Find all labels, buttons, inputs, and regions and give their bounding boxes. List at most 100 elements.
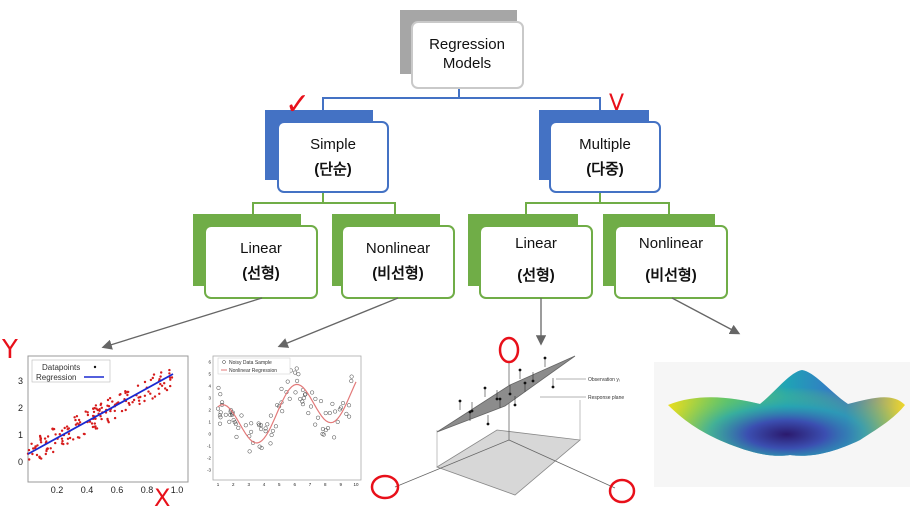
scatter-point: [100, 417, 103, 421]
scatter-point: [58, 433, 61, 436]
nonlinear-y-tick: -1: [207, 444, 211, 449]
scatter-point: [73, 416, 76, 419]
scatter-point: [72, 438, 75, 441]
noisy-point: [280, 409, 285, 414]
nonlinear-y-tick: 1: [208, 420, 211, 425]
noisy-point: [263, 426, 268, 431]
multiple-nonlinear-line2: (비선형): [645, 267, 696, 284]
scatter-point: [128, 403, 131, 406]
scatter-point: [113, 416, 117, 420]
scatter-point: [77, 418, 81, 422]
scatter-point: [90, 422, 94, 425]
noisy-point: [310, 390, 315, 395]
scatter-point: [132, 398, 136, 402]
simple-nonlinear-line1: Nonlinear: [366, 240, 430, 257]
noisy-point: [230, 410, 235, 415]
noisy-points: [215, 366, 354, 454]
scatter-point: [99, 415, 102, 418]
nonlinear-x-tick: 6: [293, 482, 296, 487]
root-line1: Regression: [429, 36, 505, 53]
scatter-point: [147, 390, 150, 393]
plot-multiple-linear: Observation yᵢ Response plane: [370, 336, 636, 504]
scatter-point: [165, 388, 169, 392]
root-line2: Models: [443, 55, 491, 72]
scatter-point: [127, 390, 130, 394]
scatter-point: [60, 437, 64, 440]
noisy-point: [320, 431, 325, 436]
scatter-point: [138, 402, 141, 406]
noisy-point: [275, 403, 280, 408]
scatter-point: [91, 414, 95, 418]
node-simple-nonlinear: Nonlinear (비선형): [332, 214, 455, 299]
red-circle-y: [498, 336, 520, 364]
scatter-point: [35, 453, 39, 457]
observation-point: [458, 399, 462, 403]
scatter-legend-line: Regression: [36, 373, 76, 382]
scatter-point: [49, 447, 52, 450]
scatter-x-tick: 0.8: [141, 485, 154, 495]
observation-point: [498, 397, 502, 401]
scatter-point: [45, 440, 48, 443]
scatter-point: [136, 384, 140, 387]
scatter-point: [163, 382, 166, 385]
nonlinear-y-tick: -3: [207, 468, 211, 473]
noisy-point: [243, 423, 248, 428]
noisy-point: [218, 415, 223, 420]
noisy-point: [268, 441, 273, 446]
multiple-line1: Multiple: [579, 136, 631, 153]
nonlinear-x-tick: 5: [278, 482, 281, 487]
noisy-point: [323, 411, 328, 416]
response-plane: [436, 355, 576, 433]
scatter-point: [168, 368, 171, 372]
noisy-point: [263, 429, 268, 434]
nonlinear-legend-line: Nonlinear Regression: [229, 368, 277, 374]
scatter-point: [169, 384, 172, 388]
nonlinear-y-tick: 6: [208, 360, 211, 365]
label-response-plane: Response plane: [588, 395, 624, 401]
simple-line2: (단순): [314, 161, 352, 178]
scatter-point: [109, 409, 112, 413]
scatter-point: [40, 457, 43, 460]
scatter-point: [93, 425, 96, 428]
node-regression-models: Regression Models: [400, 10, 524, 89]
scatter-point: [151, 376, 154, 380]
nonlinear-y-tick: 5: [208, 372, 211, 377]
scatter-point: [143, 399, 146, 403]
noisy-point: [217, 421, 223, 426]
scatter-point: [39, 439, 42, 442]
noisy-point: [257, 423, 262, 428]
noisy-point: [270, 428, 275, 433]
node-multiple-nonlinear: Nonlinear (비선형): [603, 214, 728, 299]
scatter-point: [124, 391, 127, 395]
noisy-point: [335, 419, 340, 424]
observation-point: [551, 385, 555, 389]
noisy-point: [306, 411, 311, 416]
scatter-point: [86, 413, 90, 417]
scatter-point: [164, 387, 167, 390]
scatter-point: [107, 421, 110, 424]
node-multiple-linear: Linear (선형): [468, 214, 593, 299]
observation-point: [495, 397, 499, 401]
nonlinear-x-tick: 1: [217, 482, 220, 487]
scatter-point: [39, 437, 43, 440]
nonlinear-x-tick: 10: [353, 482, 359, 487]
scatter-point: [46, 435, 50, 438]
noisy-point: [330, 401, 335, 406]
surface-shading: [668, 370, 905, 456]
scatter-point: [92, 407, 95, 410]
noisy-point: [347, 414, 352, 419]
noisy-point: [340, 401, 346, 406]
scatter-point: [84, 410, 87, 413]
multiple-linear-line2: (선형): [517, 267, 555, 284]
scatter-point: [93, 422, 97, 425]
node-multiple: Multiple (다중): [539, 110, 661, 193]
nonlinear-y-tick: 0: [208, 432, 211, 437]
scatter-point: [28, 458, 31, 461]
noisy-point: [320, 426, 325, 432]
noisy-point: [332, 435, 337, 440]
noisy-point: [349, 374, 354, 379]
scatter-point: [94, 417, 97, 420]
noisy-point: [249, 429, 254, 434]
scatter-point: [149, 378, 153, 382]
scatter-point: [52, 450, 55, 454]
